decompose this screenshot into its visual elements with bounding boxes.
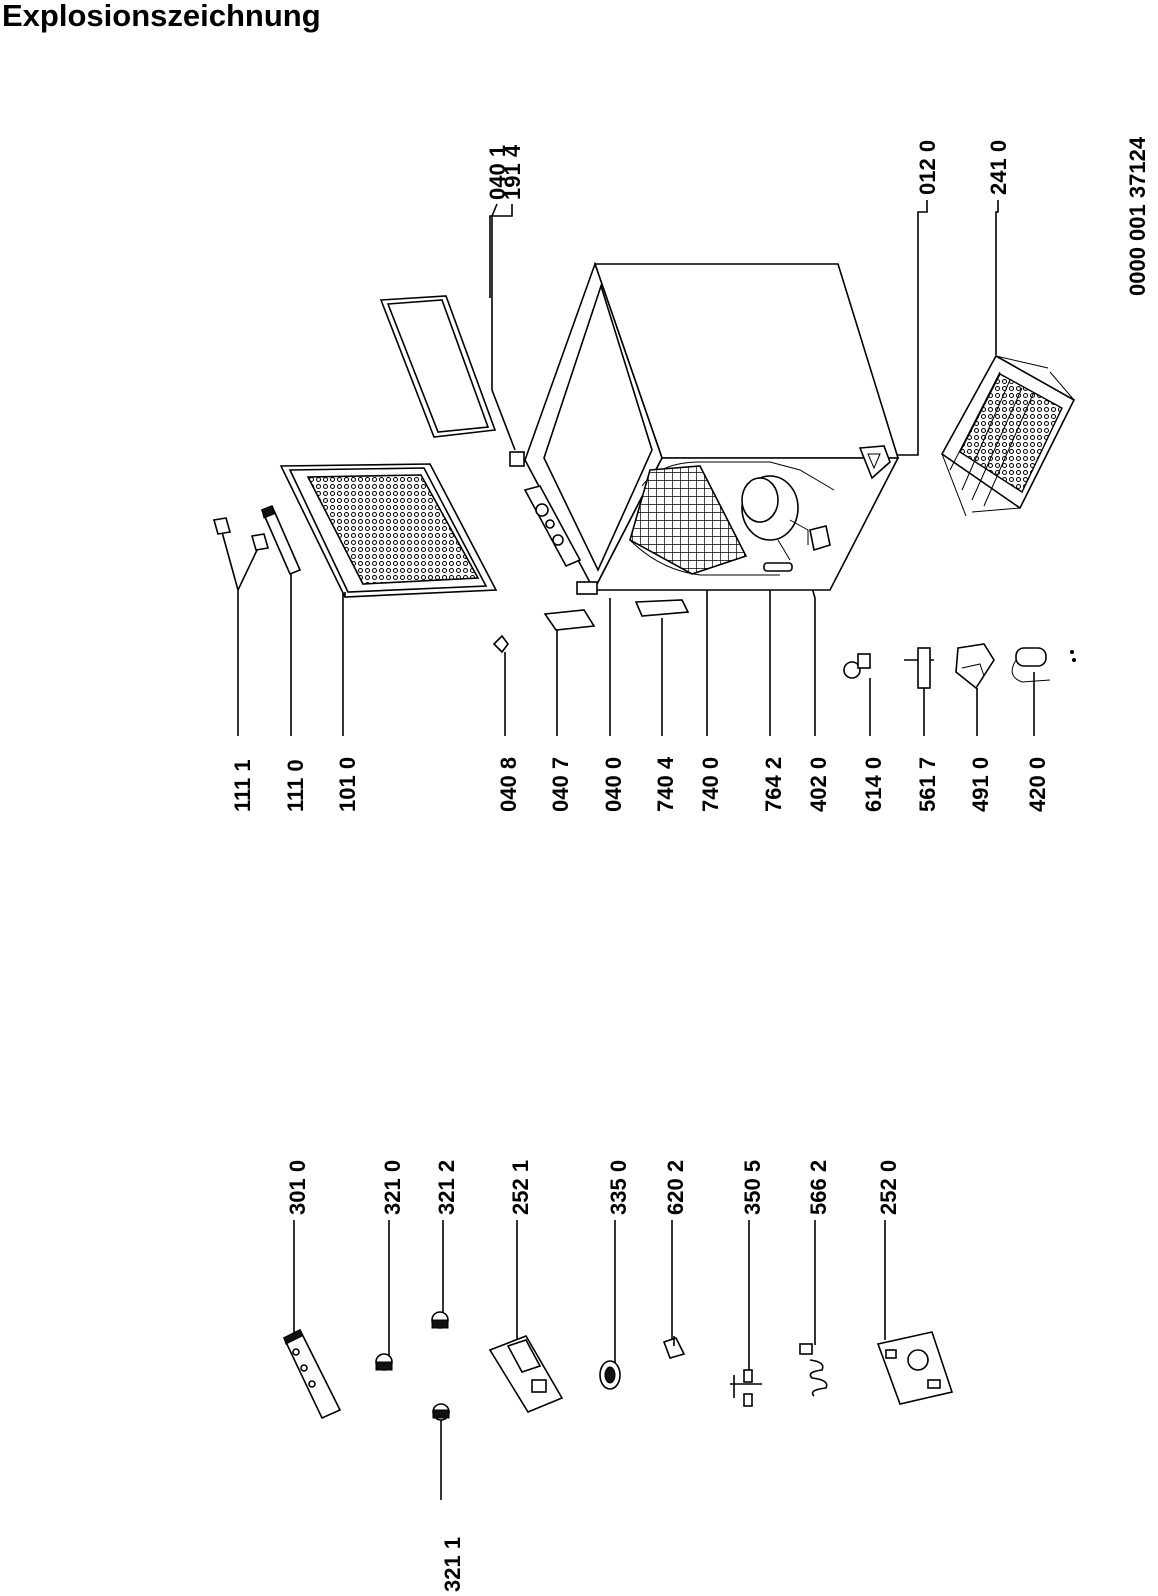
control-parts-row (282, 1311, 954, 1421)
label-491-0: 491 0 (968, 757, 993, 812)
label-321-1: 321 1 (440, 1537, 465, 1592)
label-566-2: 566 2 (806, 1160, 831, 1215)
part-252-1-shape (488, 1335, 564, 1413)
label-111-1: 111 1 (230, 759, 255, 812)
leader-012-0 (885, 200, 928, 456)
part-491-0-shape (955, 643, 995, 690)
part-040-7-shape (543, 609, 596, 631)
part-561-7-shape (904, 647, 934, 689)
part-labels: 191 4 040 1 012 0 241 0 0000 001 37124 1… (230, 136, 1150, 1592)
part-252-0-shape (876, 1331, 954, 1405)
leader-241-0 (995, 200, 999, 355)
label-350-5: 350 5 (740, 1160, 765, 1215)
label-740-0: 740 0 (698, 757, 723, 812)
page-title: Explosionszeichnung (2, 0, 321, 33)
part-740-4-shape (634, 599, 690, 617)
label-040-8: 040 8 (496, 757, 521, 812)
label-614-0: 614 0 (861, 757, 886, 812)
label-321-0: 321 0 (380, 1160, 405, 1215)
label-040-7: 040 7 (548, 757, 573, 812)
label-620-2: 620 2 (663, 1160, 688, 1215)
leader-040-1 (491, 203, 516, 451)
basket-drawing (940, 354, 1076, 517)
part-566-2-shape (799, 1343, 828, 1397)
cabinet-drawing (509, 261, 900, 595)
part-301-0-shape (282, 1328, 342, 1420)
label-101-0: 101 0 (335, 757, 360, 812)
part-335-0-shape (599, 1360, 621, 1390)
label-561-7: 561 7 (915, 757, 940, 812)
leader-191-4 (489, 204, 513, 298)
label-402-0: 402 0 (806, 757, 831, 812)
door-drawing (279, 463, 498, 598)
part-040-8-shape (492, 634, 509, 654)
label-241-0: 241 0 (986, 140, 1011, 195)
label-321-2: 321 2 (434, 1160, 459, 1215)
label-301-0: 301 0 (285, 1160, 310, 1215)
label-040-0: 040 0 (601, 757, 626, 812)
part-620-2-shape (662, 1336, 686, 1359)
label-740-4: 740 4 (653, 756, 678, 812)
part-321-0-shape (375, 1353, 393, 1371)
part-420-0-shape (1011, 647, 1076, 683)
label-111-0: 111 0 (283, 759, 308, 812)
part-350-5-shape (730, 1369, 762, 1407)
label-252-0: 252 0 (876, 1160, 901, 1215)
label-252-1: 252 1 (508, 1160, 533, 1215)
small-parts-row (492, 599, 1076, 690)
label-420-0: 420 0 (1025, 757, 1050, 812)
door-gasket-drawing (379, 295, 497, 438)
label-764-2: 764 2 (761, 757, 786, 812)
leader-lines (221, 200, 1035, 1500)
label-040-1: 040 1 (485, 145, 510, 200)
label-335-0: 335 0 (606, 1160, 631, 1215)
leader-111-1 (221, 531, 259, 736)
part-321-1-shape (432, 1403, 450, 1421)
label-191-4: 191 4 (500, 144, 525, 200)
part-321-2-shape (431, 1311, 449, 1329)
part-614-0-shape (843, 653, 871, 679)
door-handle-drawing (212, 504, 302, 576)
document-id: 0000 001 37124 (1125, 136, 1150, 296)
label-012-0: 012 0 (915, 140, 940, 195)
